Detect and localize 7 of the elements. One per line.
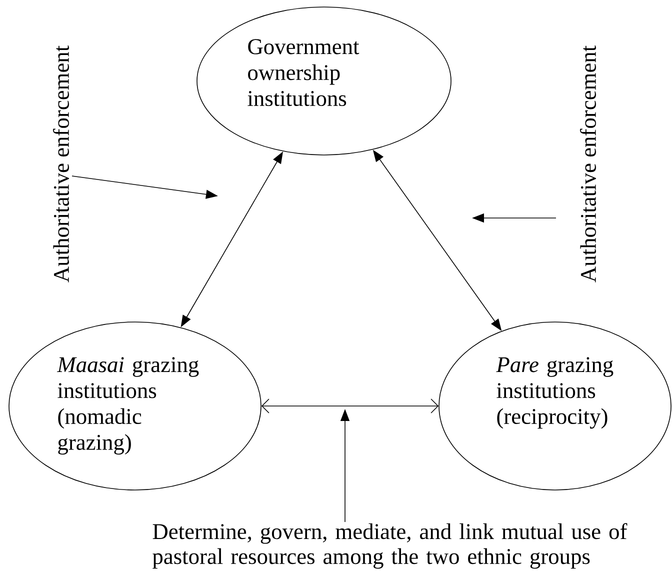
ellipse-node: Government ownership institutions xyxy=(196,6,452,156)
rotated-label: Authoritative enforcement xyxy=(580,46,596,282)
rotated-label: Authoritative enforcement xyxy=(53,46,69,282)
ellipse-node: Pare grazing institutions (reciprocity) xyxy=(438,322,672,490)
description-text: Determine, govern, mediate, and link mutual use of pastoral resources among the two ethnic groups xyxy=(152,523,628,569)
arrow xyxy=(261,398,439,414)
ellipse-node: Maasai grazing institutions (nomadic grazing) xyxy=(8,322,262,490)
